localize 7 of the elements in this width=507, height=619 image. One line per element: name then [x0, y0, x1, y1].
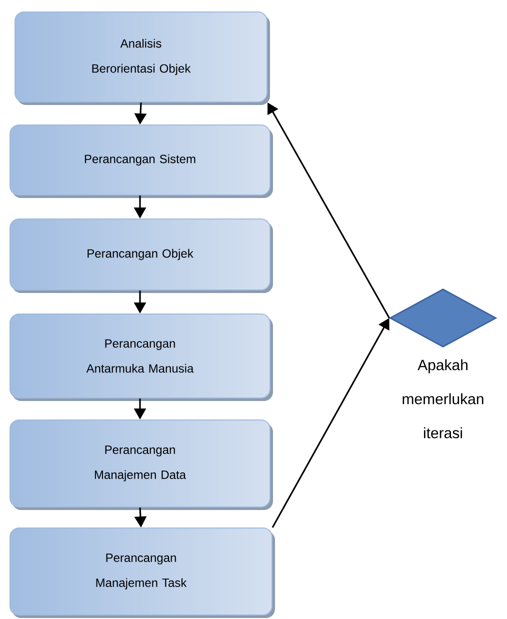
process-box: Perancangan Antarmuka Manusia	[10, 314, 273, 401]
process-box: Perancangan Objek	[10, 218, 273, 293]
caption-text: Apakah memerlukan iterasi	[402, 359, 484, 438]
process-box: Perancangan Manajemen Task	[10, 528, 275, 618]
process-box: Perancangan Sistem	[10, 124, 273, 198]
process-box: Perancangan Manajemen Data	[10, 420, 273, 510]
process-box: Analisis Berorientasi Objek	[14, 12, 270, 105]
